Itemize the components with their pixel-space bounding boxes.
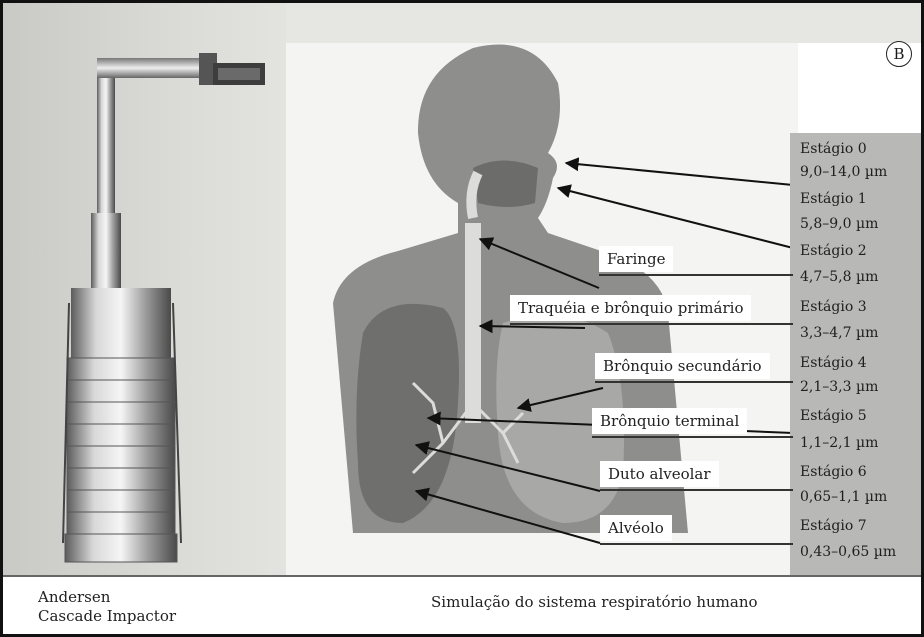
stage-3-name: Estágio 3 (800, 297, 867, 317)
stage-2-name: Estágio 2 (800, 241, 867, 261)
label-bronquio-secundario: Brônquio secundário (595, 353, 770, 379)
stage-4-range: 2,1–3,3 µm (800, 377, 878, 397)
stage-1-range: 5,8–9,0 µm (800, 214, 878, 234)
stage-0-name: Estágio 0 (800, 139, 867, 159)
stage-2-range: 4,7–5,8 µm (800, 267, 878, 287)
stage-3-range: 3,3–4,7 µm (800, 323, 878, 343)
caption-device-line2: Cascade Impactor (38, 607, 176, 626)
stage-7-range: 0,43–0,65 µm (800, 542, 896, 562)
stage-0-range: 9,0–14,0 µm (800, 162, 887, 182)
underline-faringe (599, 274, 793, 276)
underline-bronquio-terminal (592, 436, 793, 438)
diagram-graphics (3, 3, 921, 634)
panel-badge: B (886, 41, 912, 67)
underline-alveolo (600, 543, 793, 545)
human-silhouette (333, 45, 688, 533)
caption-simulation: Simulação do sistema respiratório humano (431, 593, 758, 612)
cascade-impactor-image (63, 53, 265, 562)
underline-traqueia (510, 323, 793, 325)
label-faringe: Faringe (599, 246, 673, 272)
stage-1-name: Estágio 1 (800, 189, 867, 209)
underline-duto-alveolar (600, 489, 793, 491)
label-bronquio-terminal: Brônquio terminal (592, 408, 747, 434)
stage-5-range: 1,1–2,1 µm (800, 433, 878, 453)
label-duto-alveolar: Duto alveolar (600, 461, 719, 487)
label-traqueia: Traquéia e brônquio primário (510, 295, 751, 321)
label-alveolo: Alvéolo (600, 515, 672, 541)
stage-6-name: Estágio 6 (800, 462, 867, 482)
underline-bronquio-secundario (595, 381, 793, 383)
stage-4-name: Estágio 4 (800, 353, 867, 373)
stage-5-name: Estágio 5 (800, 406, 867, 426)
stage-7-name: Estágio 7 (800, 516, 867, 536)
caption-device-line1: Andersen (38, 588, 110, 607)
stage-6-range: 0,65–1,1 µm (800, 487, 887, 507)
